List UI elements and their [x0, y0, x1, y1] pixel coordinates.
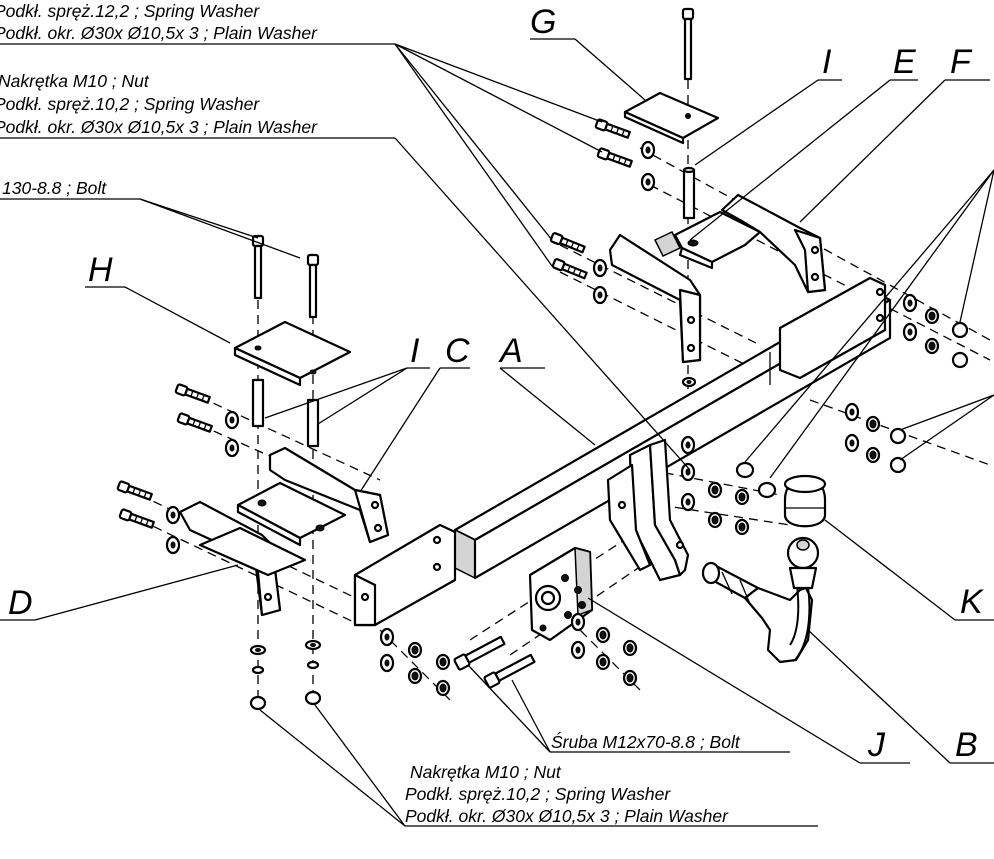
- leader-lines: [0, 38, 994, 827]
- label-C: C: [445, 332, 470, 370]
- label-D: D: [8, 584, 33, 622]
- bracket-C: [236, 446, 390, 547]
- label-G: G: [530, 3, 556, 41]
- label-A: A: [498, 332, 523, 370]
- hardware: [116, 117, 969, 711]
- vertical-bolt-top: [681, 7, 697, 388]
- label-F: F: [950, 43, 973, 81]
- bracket-E-side: [608, 231, 702, 364]
- bracket-D: [178, 500, 307, 617]
- callout-top-b-line2: Podkł. spręż.10,2 ; Spring Washer: [0, 94, 260, 114]
- label-J: J: [867, 726, 886, 764]
- label-I-left: I: [410, 332, 420, 370]
- callout-bolt-left: 130-8.8 ; Bolt: [2, 178, 107, 198]
- beam-left-plate: [353, 523, 457, 627]
- callout-top-b-line1: Nakrętka M10 ; Nut: [0, 71, 150, 91]
- label-K: K: [960, 583, 984, 621]
- plate-H: [233, 320, 352, 387]
- label-H: H: [88, 251, 113, 289]
- callout-bottom-line1: Nakrętka M10 ; Nut: [410, 762, 562, 782]
- label-B: B: [955, 726, 978, 764]
- callout-bottom-line3: Podkł. okr. Ø30x Ø10,5x 3 ; Plain Washer: [405, 806, 729, 826]
- callout-bottom-line2: Podkł. spręż.10,2 ; Spring Washer: [405, 784, 671, 804]
- label-I-top: I: [822, 43, 832, 81]
- label-E: E: [893, 43, 916, 81]
- ball-K: [783, 474, 827, 590]
- bracket-F: [720, 193, 827, 294]
- callout-top-a-line1: Podkł. spręż.12,2 ; Spring Washer: [0, 1, 260, 21]
- bracket-E: [673, 210, 762, 270]
- callout-top-b-line3: Podkł. okr. Ø30x Ø10,5x 3 ; Plain Washer: [0, 117, 318, 137]
- plate-G: [623, 91, 720, 145]
- callout-bolt-bottom: Śruba M12x70-8.8 ; Bolt: [551, 731, 741, 752]
- beam-centre-brackets: [606, 438, 690, 582]
- callout-texts: Podkł. spręż.12,2 ; Spring Washer Podkł.…: [0, 1, 741, 826]
- part-labels: A B C D E F G H I I J K: [8, 3, 984, 764]
- callout-top-a-line2: Podkł. okr. Ø30x Ø10,5x 3 ; Plain Washer: [0, 23, 318, 43]
- beam-right-plate: [778, 276, 887, 380]
